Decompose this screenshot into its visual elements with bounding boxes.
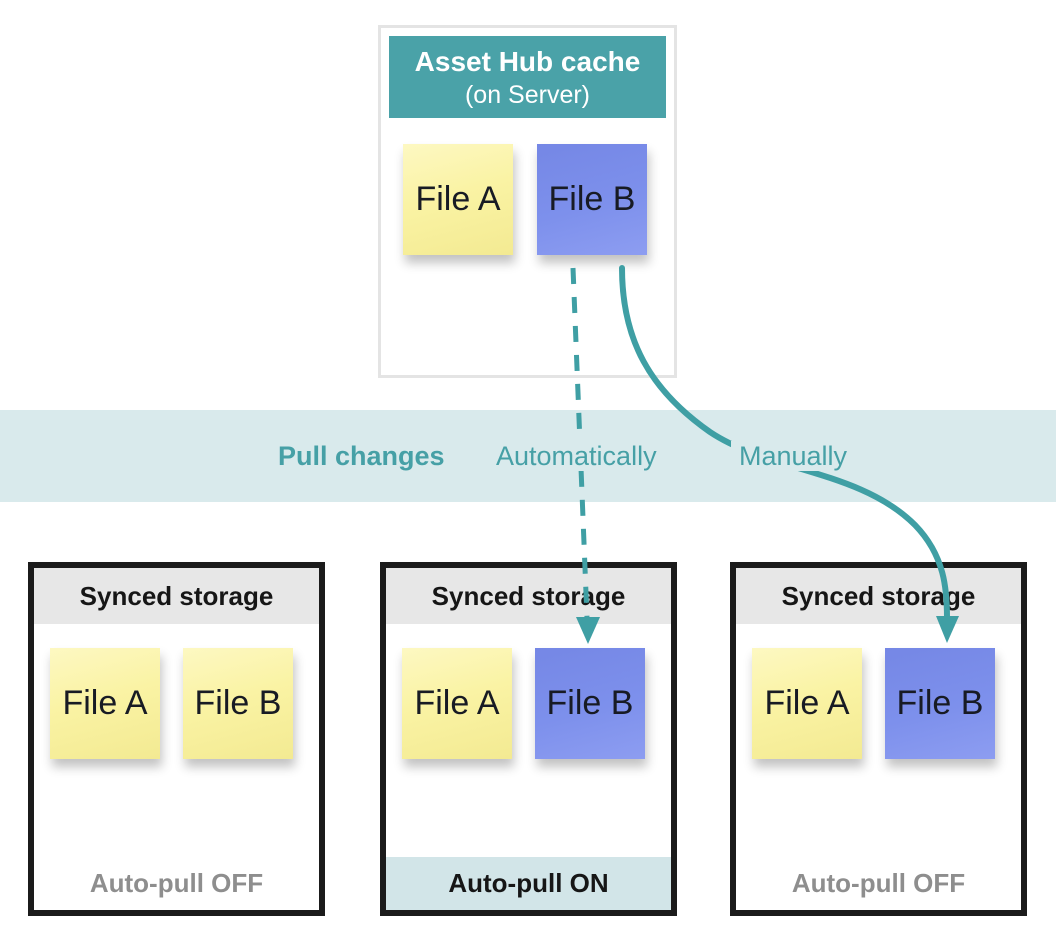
storage-header: Synced storage <box>736 568 1021 624</box>
cache-notes-row: File A File B <box>403 144 647 255</box>
synced-storage-box-middle: Synced storage File A File B Auto-pull O… <box>380 562 677 916</box>
cache-subtitle: (on Server) <box>464 80 591 109</box>
pull-changes-label: Pull changes <box>270 441 453 471</box>
synced-storage-box-right: Synced storage File A File B Auto-pull O… <box>730 562 1027 916</box>
note-file-b: File B <box>535 648 645 759</box>
storage-notes-row: File A File B <box>50 648 293 759</box>
autopull-status: Auto-pull ON <box>386 857 671 910</box>
autopull-status: Auto-pull OFF <box>791 868 966 898</box>
note-file-a: File A <box>402 648 512 759</box>
storage-header: Synced storage <box>386 568 671 624</box>
note-file-a: File A <box>752 648 862 759</box>
storage-notes-row: File A File B <box>402 648 645 759</box>
manually-label: Manually <box>731 441 856 471</box>
note-file-a: File A <box>403 144 513 255</box>
storage-header: Synced storage <box>34 568 319 624</box>
storage-notes-row: File A File B <box>752 648 995 759</box>
note-file-b: File B <box>537 144 647 255</box>
autopull-status: Auto-pull OFF <box>89 868 264 898</box>
automatically-label: Automatically <box>488 441 665 471</box>
note-file-a: File A <box>50 648 160 759</box>
note-file-b: File B <box>183 648 293 759</box>
cache-title: Asset Hub cache <box>414 45 641 77</box>
asset-hub-cache-box: Asset Hub cache (on Server) File A File … <box>378 25 677 378</box>
asset-hub-cache-header: Asset Hub cache (on Server) <box>389 36 666 118</box>
synced-storage-box-left: Synced storage File A File B Auto-pull O… <box>28 562 325 916</box>
note-file-b: File B <box>885 648 995 759</box>
